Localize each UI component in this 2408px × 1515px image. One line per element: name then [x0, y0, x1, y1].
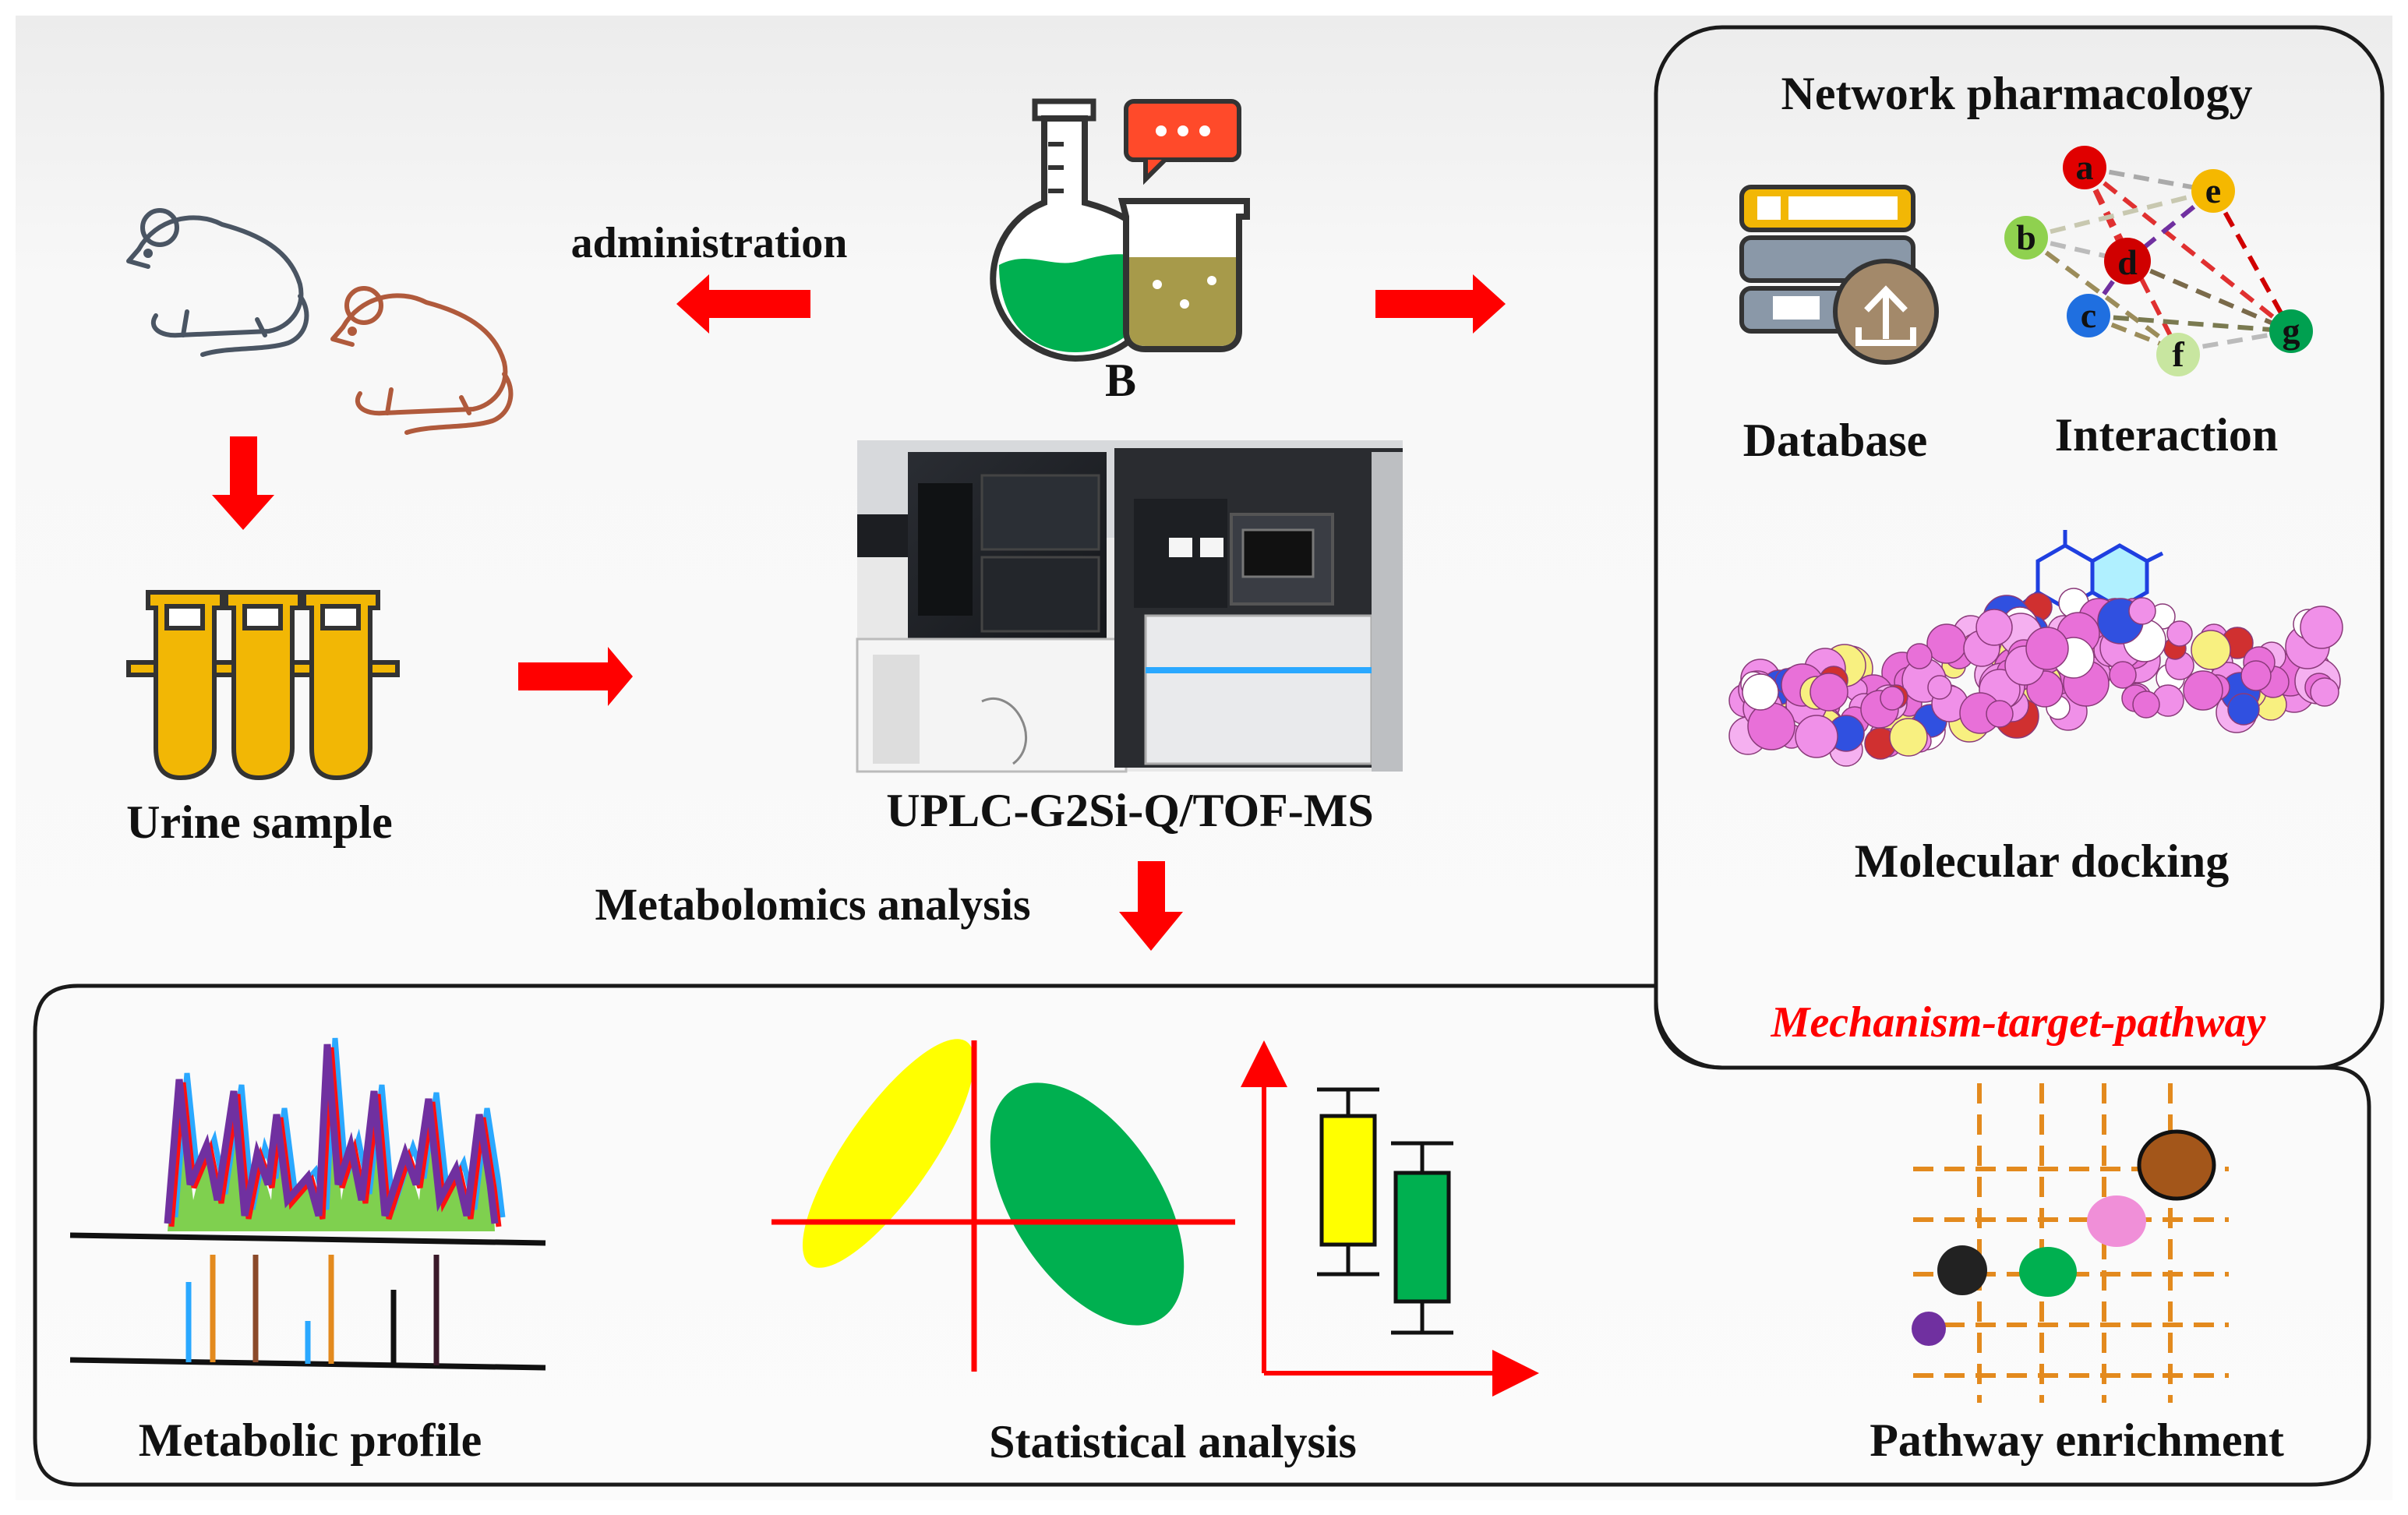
- node-c-label: c: [2081, 295, 2096, 335]
- docking-atom: [2183, 670, 2223, 711]
- docking-atom: [1889, 718, 1928, 757]
- analysis-panel-frame: [33, 984, 2371, 1487]
- node-c-marker: [2067, 294, 2110, 337]
- arrow-to-network: [1375, 274, 1506, 334]
- instrument-label: UPLC-G2Si-Q/TOF-MS: [886, 785, 1374, 836]
- node-a-marker: [2063, 146, 2106, 189]
- arrow-urine-to-instrument: [518, 647, 633, 706]
- node-d: d: [2104, 238, 2151, 284]
- docking-atom: [2025, 627, 2069, 670]
- flask-beaker-icon: [990, 98, 1250, 362]
- pathway-label: Pathway enrichment: [1870, 1414, 2284, 1466]
- node-b: b: [2004, 216, 2048, 260]
- herb-label: B: [1105, 355, 1136, 406]
- docking-atom: [1747, 702, 1795, 750]
- urine-tubes-icon: [126, 590, 400, 781]
- profile-label: Metabolic profile: [139, 1414, 482, 1466]
- node-f-label: f: [2172, 334, 2184, 374]
- docking-atom: [1986, 700, 2014, 728]
- arrow-to-analysis: [1119, 861, 1183, 951]
- docking-atom: [2132, 690, 2160, 719]
- node-e-marker: [2191, 169, 2235, 213]
- node-f: f: [2156, 333, 2200, 376]
- node-d-label: d: [2117, 242, 2138, 282]
- node-a-label: a: [2076, 147, 2094, 187]
- node-g-label: g: [2283, 311, 2300, 351]
- metabolic-profile-illustration: [69, 1037, 546, 1371]
- node-e: e: [2191, 169, 2235, 213]
- arrow-mice-to-urine: [212, 436, 274, 530]
- node-a: a: [2063, 146, 2106, 189]
- docking-atom: [1926, 623, 1967, 664]
- instrument-photo: [856, 440, 1403, 773]
- docking-atom: [1795, 715, 1838, 758]
- node-d-marker: [2104, 238, 2151, 284]
- docking-atom: [2128, 597, 2156, 625]
- urine-label: Urine sample: [126, 796, 393, 848]
- node-c: c: [2067, 294, 2110, 337]
- docking-atom: [2300, 606, 2343, 649]
- docking-atom: [2109, 661, 2137, 689]
- node-e-label: e: [2205, 171, 2221, 210]
- node-f-marker: [2156, 333, 2200, 376]
- metabolomics-label: Metabolomics analysis: [595, 879, 1030, 930]
- node-b-label: b: [2016, 217, 2036, 257]
- database-icon: [1739, 185, 1939, 365]
- docking-atom: [1927, 675, 1952, 700]
- docking-atom: [2310, 677, 2339, 707]
- docking-label: Molecular docking: [1855, 835, 2230, 887]
- statistical-illustration: [771, 1039, 1539, 1397]
- mouse-gray-icon: [126, 208, 309, 357]
- pathway-illustration: [1912, 1083, 2229, 1403]
- mechanism-label: Mechanism-target-pathway: [1771, 998, 2267, 1047]
- administration-label: administration: [571, 219, 848, 267]
- docking-atom: [2240, 660, 2272, 691]
- interaction-label: Interaction: [2055, 409, 2279, 461]
- molecular-docking-illustration: [1728, 530, 2343, 767]
- node-g: g: [2269, 309, 2313, 353]
- node-g-marker: [2269, 309, 2313, 353]
- network-title: Network pharmacology: [1781, 68, 2253, 119]
- docking-atom: [1880, 686, 1905, 711]
- docking-atom: [1975, 609, 2013, 646]
- docking-atom: [1742, 673, 1779, 711]
- statistical-label: Statistical analysis: [989, 1416, 1357, 1467]
- docking-atom: [2227, 693, 2260, 726]
- mouse-brown-icon: [330, 286, 514, 435]
- docking-atom: [2191, 630, 2231, 670]
- node-b-marker: [2004, 216, 2048, 260]
- docking-atom: [2166, 620, 2193, 647]
- database-label: Database: [1743, 415, 1928, 466]
- docking-atom: [1810, 673, 1848, 712]
- docking-atom: [1906, 643, 1933, 669]
- arrow-administration: [676, 274, 810, 334]
